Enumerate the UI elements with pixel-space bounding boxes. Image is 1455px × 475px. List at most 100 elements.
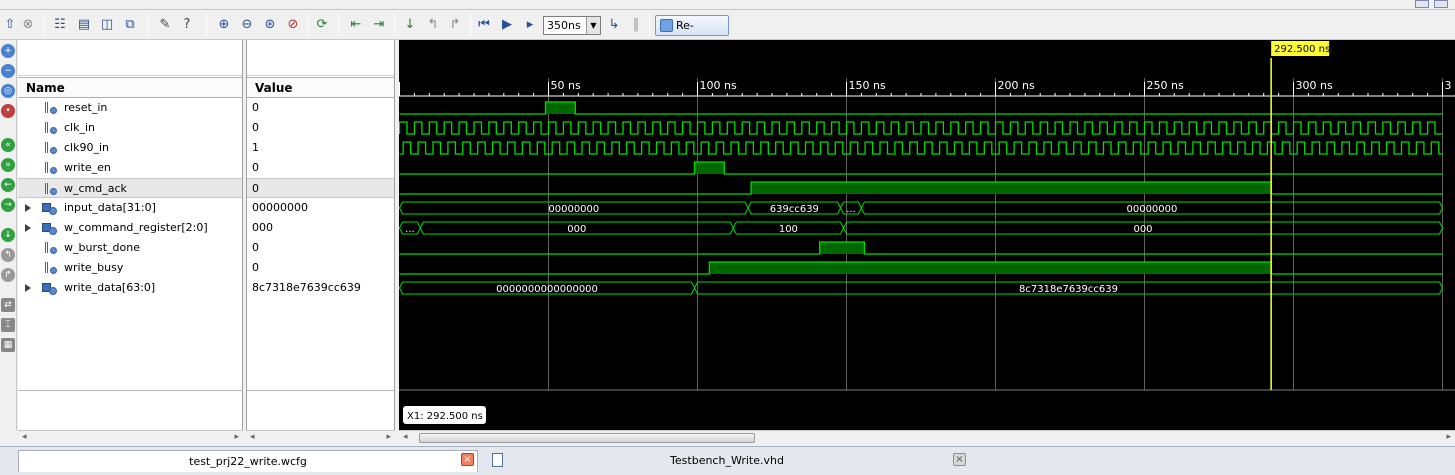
zoom-cursor-icon[interactable]: • <box>1 104 15 118</box>
signal-value: 0 <box>252 121 259 134</box>
add-marker-icon[interactable]: ↓ <box>1 228 15 242</box>
name-hscrollbar[interactable]: ◂▸ <box>18 430 243 444</box>
time-tick-label: 200 ns <box>998 79 1035 92</box>
prev-transition-icon[interactable]: ← <box>1 178 15 192</box>
goto-end-icon[interactable]: » <box>1 158 15 172</box>
wave-hscrollbar[interactable]: ◂ ▸ <box>399 430 1455 444</box>
signal-row-value[interactable]: 1 <box>247 138 394 158</box>
wave-scroll-thumb[interactable] <box>419 433 755 443</box>
name-column-header[interactable]: Name <box>18 77 242 98</box>
marker-next-icon[interactable]: ↱ <box>449 17 461 32</box>
marker-prev-icon[interactable]: ↰ <box>427 17 439 32</box>
stop-icon[interactable]: ⊗ <box>22 17 34 32</box>
run-icon[interactable]: ▶ <box>502 17 512 32</box>
signal-name: reset_in <box>64 101 108 114</box>
hierarchy-icon[interactable]: ☷ <box>54 17 66 32</box>
tab-label: Testbench_Write.vhd <box>670 454 784 467</box>
window-top-strip <box>0 0 1455 10</box>
goto-time-zero-icon[interactable]: « <box>1 138 15 152</box>
waveform-clk90_in <box>399 141 1443 155</box>
bus-value-label: 100 <box>779 224 798 235</box>
signal-name: clk90_in <box>64 141 109 154</box>
bus-segment <box>842 221 1444 235</box>
step-icon[interactable]: ↳ <box>608 17 620 32</box>
signal-value: 0 <box>252 261 259 274</box>
signal-row-name[interactable]: write_data[63:0] <box>18 278 242 298</box>
expand-arrow-icon[interactable] <box>25 284 31 292</box>
next-marker-icon[interactable]: ↱ <box>1 268 15 282</box>
signal-row-value[interactable]: 0 <box>247 178 394 198</box>
signal-row-name[interactable]: write_en <box>18 158 242 178</box>
close-icon[interactable]: × <box>461 453 474 466</box>
high-level-fill <box>751 182 1272 194</box>
undo-icon[interactable]: ⇧ <box>4 17 16 32</box>
expand-arrow-icon[interactable] <box>25 224 31 232</box>
signal-row-name[interactable]: reset_in <box>18 98 242 118</box>
floating-ruler-icon[interactable]: ▦ <box>1 338 15 352</box>
zoom-out-icon[interactable]: − <box>1 64 15 78</box>
signal-row-name[interactable]: w_command_register[2:0] <box>18 218 242 238</box>
high-level-fill <box>709 262 1272 274</box>
swap-cursors-icon[interactable]: ⇄ <box>1 298 15 312</box>
signal-row-value[interactable]: 8c7318e7639cc639 <box>247 278 394 298</box>
bus-value-label: 0000000000000000 <box>496 284 598 295</box>
bit-signal-icon <box>44 182 57 196</box>
time-tick-label: 250 ns <box>1147 79 1184 92</box>
marker-add-icon[interactable]: ↓ <box>404 17 416 32</box>
signal-row-name[interactable]: w_cmd_ack <box>18 178 242 198</box>
help-icon[interactable]: ? <box>183 17 191 32</box>
time-tick-label: 150 ns <box>849 79 886 92</box>
signal-value: 000 <box>252 221 273 234</box>
prev-marker-icon[interactable]: ↰ <box>1 248 15 262</box>
run-time-input[interactable]: 350ns ▼ <box>543 16 601 35</box>
signal-row-value[interactable]: 0 <box>247 238 394 258</box>
float-icon[interactable]: ⧉ <box>125 17 135 32</box>
signal-row-value[interactable]: 000 <box>247 218 394 238</box>
zoom-cursor-icon[interactable]: ⊘ <box>287 17 299 32</box>
signal-row-name[interactable]: clk90_in <box>18 138 242 158</box>
properties-icon[interactable]: ✎ <box>159 17 171 32</box>
relaunch-button[interactable]: Re-launch <box>655 15 729 51</box>
restart-icon[interactable]: ⏮ <box>478 17 490 32</box>
goto-prev-icon[interactable]: ⇤ <box>350 17 362 32</box>
bus-value-label: 000 <box>1133 224 1152 235</box>
refresh-icon[interactable]: ⟳ <box>316 17 328 32</box>
time-tick-label: 3 <box>1445 79 1452 92</box>
signal-row-name[interactable]: clk_in <box>18 118 242 138</box>
signal-row-name[interactable]: w_burst_done <box>18 238 242 258</box>
signal-name: write_en <box>64 161 111 174</box>
minimize-icon[interactable] <box>1415 0 1429 8</box>
chevron-down-icon[interactable]: ▼ <box>586 17 600 34</box>
signal-row-name[interactable]: write_busy <box>18 258 242 278</box>
signal-row-value[interactable]: 0 <box>247 98 394 118</box>
signal-row-value[interactable]: 0 <box>247 158 394 178</box>
value-hscrollbar[interactable]: ◂▸ <box>246 430 395 444</box>
close-icon[interactable]: × <box>953 453 966 466</box>
bit-signal-icon <box>44 101 57 115</box>
zoom-fit-icon[interactable]: ⊛ <box>264 17 276 32</box>
split-h-icon[interactable]: ▤ <box>77 17 91 32</box>
next-transition-icon[interactable]: → <box>1 198 15 212</box>
signal-row-value[interactable]: 0 <box>247 258 394 278</box>
signal-row-name[interactable]: input_data[31:0] <box>18 198 242 218</box>
wave-side-toolbar: + − ◎ • « » ← → ↓ ↰ ↱ ⇄ ⌶ ▦ <box>0 40 17 430</box>
signal-row-value[interactable]: 0 <box>247 118 394 138</box>
zoom-in-icon[interactable]: ⊕ <box>218 17 230 32</box>
value-column-header[interactable]: Value <box>247 77 394 98</box>
expand-arrow-icon[interactable] <box>25 204 31 212</box>
tab-wcfg[interactable]: test_prj22_write.wcfg <box>18 450 478 472</box>
pause-icon[interactable]: ‖ <box>632 17 640 32</box>
run-for-icon[interactable]: ▸ <box>526 17 534 32</box>
maximize-icon[interactable] <box>1434 0 1448 8</box>
signal-value: 00000000 <box>252 201 308 214</box>
tab-vhd[interactable]: Testbench_Write.vhd <box>486 450 968 472</box>
snap-icon[interactable]: ⌶ <box>1 318 15 332</box>
goto-next-icon[interactable]: ⇥ <box>373 17 385 32</box>
split-v-icon[interactable]: ◫ <box>100 17 114 32</box>
signal-row-value[interactable]: 00000000 <box>247 198 394 218</box>
zoom-in-icon[interactable]: + <box>1 44 15 58</box>
zoom-fit-icon[interactable]: ◎ <box>1 84 15 98</box>
zoom-out-icon[interactable]: ⊖ <box>241 17 253 32</box>
